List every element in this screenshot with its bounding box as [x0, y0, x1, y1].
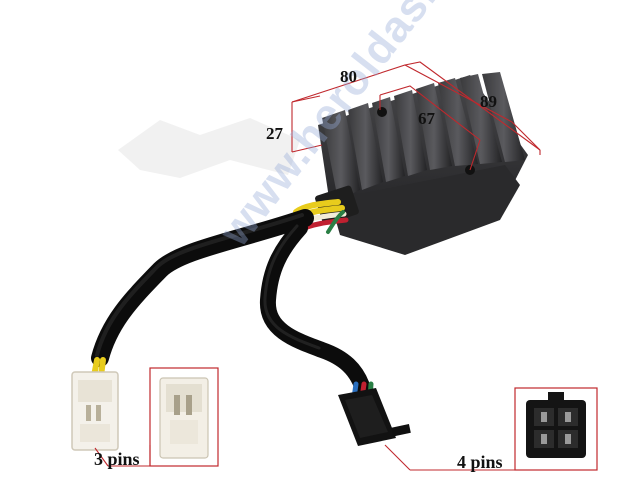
dimension-length-label: 80 [340, 67, 357, 86]
right-cable [259, 220, 374, 401]
mounting-hole [377, 107, 387, 117]
dimension-height-label: 27 [266, 124, 283, 143]
leader-lines [94, 444, 515, 471]
connector-3pin-label: 3 pins [94, 449, 140, 469]
watermark-logo [118, 118, 300, 178]
heatsink-fins [322, 72, 525, 200]
connector-3pin [71, 371, 119, 451]
connector-4pin-label: 4 pins [457, 452, 503, 472]
inset-4pin [514, 387, 598, 471]
dimension-inner-label: 67 [418, 109, 435, 128]
regulator-body [315, 72, 528, 255]
inset-3pin [149, 367, 219, 467]
dimension-width-label: 89 [480, 92, 497, 111]
connector-4pin [338, 388, 411, 446]
dimension-lines [291, 61, 541, 171]
